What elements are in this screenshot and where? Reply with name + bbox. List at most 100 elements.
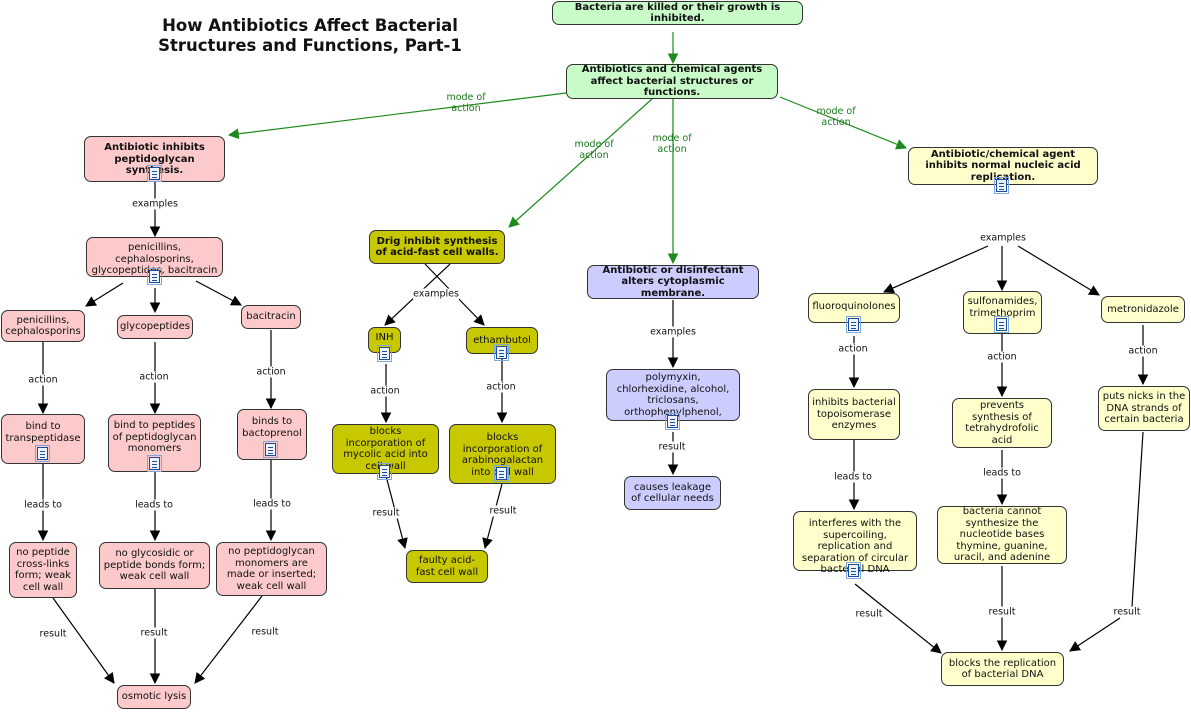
concept-nucleic-acid-replication[interactable]: Antibiotic/chemical agent inhibits norma… bbox=[908, 147, 1098, 185]
link-label-action: action bbox=[139, 371, 169, 383]
link-label-leads-to: leads to bbox=[24, 499, 62, 511]
connector-nicks-result bbox=[1131, 431, 1144, 608]
link-label-result: result bbox=[658, 441, 686, 453]
concept-label: ethambutol bbox=[473, 334, 531, 346]
concept-label: fluoroquinolones bbox=[812, 301, 896, 312]
concept-label: osmotic lysis bbox=[121, 691, 187, 703]
concept-label: bacitracin bbox=[246, 311, 296, 323]
connector-nomono-osmotic bbox=[194, 595, 263, 684]
link-label-leads-to: leads to bbox=[834, 471, 872, 483]
concept-label: Antibiotics and chemical agents affect b… bbox=[581, 64, 763, 99]
concept-acid-fast-synthesis[interactable]: Drig inhibit synthesis of acid-fast cell… bbox=[369, 230, 505, 264]
link-label-examples: examples bbox=[413, 288, 459, 300]
link-label-result: result bbox=[1113, 606, 1141, 618]
connector-agents-acidfast bbox=[508, 98, 653, 228]
concept-bacteria-killed[interactable]: Bacteria are killed or their growth is i… bbox=[552, 1, 803, 25]
link-label-action: action bbox=[486, 381, 516, 393]
document-icon[interactable] bbox=[377, 345, 392, 362]
link-label-result: result bbox=[988, 606, 1016, 618]
link-label-result: result bbox=[855, 608, 883, 620]
document-icon[interactable] bbox=[35, 445, 50, 462]
concept-no-monomers[interactable]: no peptidoglycan monomers are made or in… bbox=[216, 542, 327, 596]
link-label-action: action bbox=[256, 366, 286, 378]
concept-no-glycosidic-bonds[interactable]: no glycosidic or peptide bonds form; wea… bbox=[99, 542, 210, 589]
document-icon[interactable] bbox=[147, 268, 162, 285]
document-icon[interactable] bbox=[377, 463, 392, 480]
concept-label: Antibiotic or disinfectant alters cytopl… bbox=[602, 264, 744, 299]
concept-label: prevents synthesis of tetrahydrofolic ac… bbox=[965, 400, 1039, 446]
document-icon[interactable] bbox=[147, 455, 162, 472]
connector-nocross-osmotic bbox=[52, 597, 115, 684]
concept-label: inhibits bacterial topoisomerase enzymes bbox=[812, 397, 896, 432]
document-icon[interactable] bbox=[263, 441, 278, 458]
concept-label: penicillins, cephalosporins bbox=[5, 314, 81, 338]
connector-agents-nucleic bbox=[779, 96, 908, 150]
connector-nicks-blocks bbox=[1069, 617, 1121, 652]
connector-agents-peptidoglycan bbox=[227, 92, 567, 140]
concept-causes-leakage[interactable]: causes leakage of cellular needs bbox=[624, 476, 721, 510]
concept-prevents-tetrahydrofolic[interactable]: prevents synthesis of tetrahydrofolic ac… bbox=[952, 398, 1052, 448]
concept-label: glycopeptides bbox=[120, 321, 190, 333]
concept-label: sulfonamides, trimethoprim bbox=[967, 296, 1038, 319]
concept-glycopeptides[interactable]: glycopeptides bbox=[117, 315, 193, 339]
document-icon[interactable] bbox=[147, 165, 162, 182]
document-icon[interactable] bbox=[846, 562, 861, 579]
concept-alters-membrane[interactable]: Antibiotic or disinfectant alters cytopl… bbox=[587, 265, 759, 299]
concept-label: INH bbox=[375, 332, 394, 343]
concept-inhibits-topoisomerase[interactable]: inhibits bacterial topoisomerase enzymes bbox=[808, 389, 900, 440]
concept-penicillins[interactable]: penicillins, cephalosporins bbox=[1, 310, 85, 342]
link-label-leads-to: leads to bbox=[983, 467, 1021, 479]
document-icon[interactable] bbox=[994, 177, 1009, 194]
connector-pcg-baci bbox=[195, 280, 242, 306]
concept-label: no peptide cross-links form; weak cell w… bbox=[14, 547, 72, 593]
concept-label: causes leakage of cellular needs bbox=[631, 481, 714, 505]
concept-label: bind to transpeptidase bbox=[5, 421, 81, 444]
concept-antibiotics-affect[interactable]: Antibiotics and chemical agents affect b… bbox=[566, 64, 778, 99]
concept-label: no glycosidic or peptide bonds form; wea… bbox=[103, 548, 206, 583]
link-label-action: action bbox=[1128, 345, 1158, 357]
concept-label: Drig inhibit synthesis of acid-fast cell… bbox=[375, 235, 499, 259]
connector-supercoil-blocks bbox=[854, 583, 942, 654]
link-label-action: action bbox=[987, 351, 1017, 363]
connector-nucleic-fluoro bbox=[883, 245, 989, 294]
document-icon[interactable] bbox=[494, 465, 509, 482]
link-label-result: result bbox=[489, 505, 517, 517]
link-label-leads-to: leads to bbox=[135, 499, 173, 511]
link-label-action: action bbox=[28, 374, 58, 386]
link-label-result: result bbox=[372, 507, 400, 519]
concept-sulfonamides[interactable]: sulfonamides, trimethoprim bbox=[963, 291, 1042, 334]
document-icon[interactable] bbox=[846, 316, 861, 333]
link-label-result: result bbox=[251, 626, 279, 638]
concept-bacitracin[interactable]: bacitracin bbox=[241, 305, 301, 329]
page-title: How Antibiotics Affect Bacterial Structu… bbox=[158, 16, 462, 55]
concept-label: puts nicks in the DNA strands of certain… bbox=[1102, 391, 1186, 426]
concept-label: polymyxin, chlorhexidine, alcohol, tricl… bbox=[616, 372, 730, 418]
link-label-examples: examples bbox=[980, 232, 1026, 244]
concept-osmotic-lysis[interactable]: osmotic lysis bbox=[117, 685, 191, 709]
link-label-leads-to: leads to bbox=[253, 498, 291, 510]
concept-label: faulty acid-fast cell wall bbox=[415, 555, 479, 578]
concept-cannot-synthesize[interactable]: bacteria cannot synthesize the nucleotid… bbox=[937, 506, 1067, 564]
concept-label: binds to bactoprenol bbox=[242, 416, 302, 439]
document-icon[interactable] bbox=[494, 344, 509, 361]
concept-no-cross-links[interactable]: no peptide cross-links form; weak cell w… bbox=[9, 542, 77, 598]
concept-blocks-dna-replication[interactable]: blocks the replication of bacterial DNA bbox=[941, 652, 1064, 686]
concept-faulty-cell-wall[interactable]: faulty acid-fast cell wall bbox=[406, 550, 488, 583]
connector-pcg-pen bbox=[85, 282, 124, 307]
concept-label: metronidazole bbox=[1107, 303, 1179, 315]
link-label-examples: examples bbox=[132, 198, 178, 210]
concept-label: bind to peptides of peptidoglycan monome… bbox=[112, 420, 197, 454]
link-label-result: result bbox=[140, 627, 168, 639]
link-label-result: result bbox=[39, 628, 67, 640]
concept-metronidazole[interactable]: metronidazole bbox=[1101, 296, 1185, 323]
document-icon[interactable] bbox=[665, 413, 680, 430]
concept-puts-nicks[interactable]: puts nicks in the DNA strands of certain… bbox=[1098, 386, 1190, 431]
document-icon[interactable] bbox=[994, 316, 1009, 333]
link-label-action: action bbox=[370, 385, 400, 397]
link-label-action: action bbox=[838, 343, 868, 355]
